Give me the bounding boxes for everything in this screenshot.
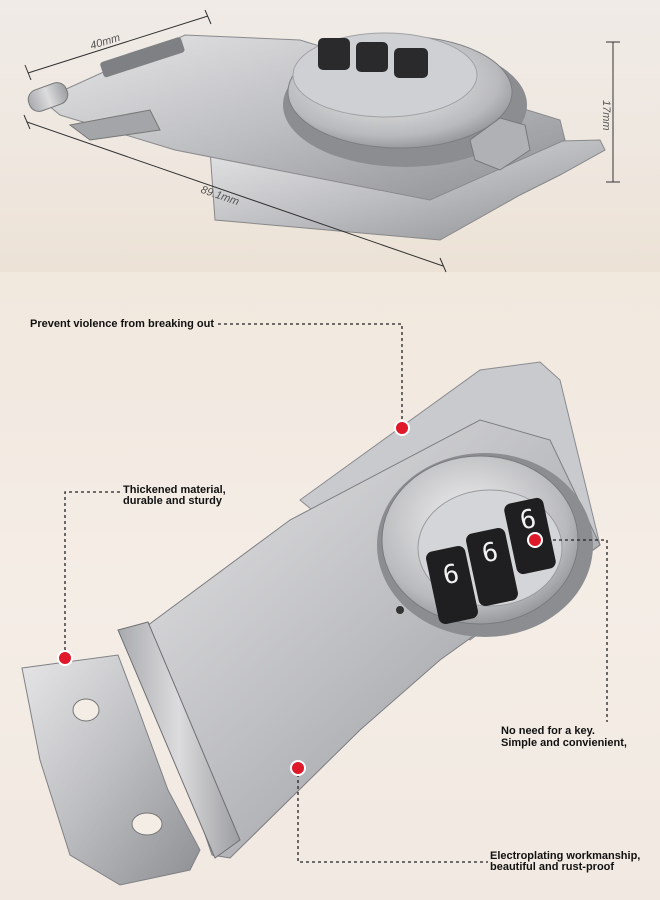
callout-lines (64, 323, 608, 863)
dial-digit-3: 6 (517, 504, 539, 537)
callout-markers (57, 420, 543, 776)
marker-material (57, 650, 73, 666)
marker-key (527, 532, 543, 548)
callout-plating-line2: beautiful and rust-proof (490, 861, 615, 873)
top-dial-wheels (318, 38, 428, 78)
callout-material-line1: Thickened material, (123, 484, 226, 496)
marker-violence (394, 420, 410, 436)
callout-plating-line1: Electroplating workmanship, (490, 850, 641, 862)
bottom-lock: 6 6 6 (21, 361, 601, 886)
dimension-height-label: 17mm (600, 100, 612, 131)
callout-key-line1: No need for a key. (501, 725, 595, 737)
callout-key-line2: Simple and convienient, (501, 737, 627, 749)
dial-digit-2: 6 (479, 537, 501, 570)
callout-violence: Prevent violence from breaking out (30, 318, 214, 330)
callout-material-line2: durable and sturdy (123, 495, 223, 507)
marker-plating (290, 760, 306, 776)
top-lock (27, 32, 606, 241)
dimension-lines (23, 9, 620, 273)
dial-digit-1: 6 (440, 559, 462, 592)
